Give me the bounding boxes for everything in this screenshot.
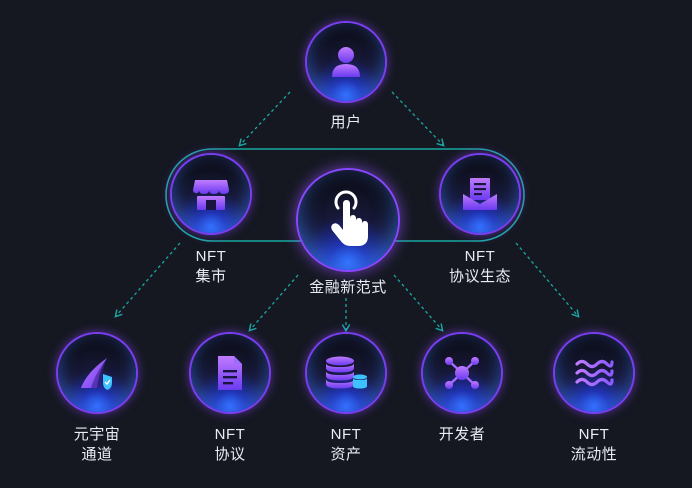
connector-center-developers: [393, 274, 444, 332]
shop-icon: [193, 180, 229, 210]
metaverse-node: [58, 334, 136, 412]
user-label-line-1: 用户: [330, 114, 362, 131]
file-icon: [218, 356, 242, 390]
center-label: 金融新范式: [293, 278, 403, 298]
protocol-eco-node: [441, 155, 519, 233]
center-node: [298, 170, 398, 270]
developers-label-line-1: 开发者: [438, 426, 486, 443]
liquidity-label-line-2: 流动性: [570, 446, 618, 463]
assets-node: [307, 334, 385, 412]
market-label-line-2: 集市: [195, 268, 227, 285]
user-icon: [332, 47, 360, 77]
developers-label: 开发者: [422, 425, 502, 445]
protocol-eco-label-line-2: 协议生态: [448, 268, 511, 285]
market-label: NFT 集市: [171, 247, 251, 287]
protocol-label-line-1: NFT: [214, 426, 246, 443]
market-node: [172, 155, 250, 233]
connector-user-protocol-eco: [391, 91, 445, 147]
road-shield-icon: [81, 358, 112, 390]
center-label-line-1: 金融新范式: [309, 279, 387, 296]
user-node: [307, 23, 385, 101]
connector-center-protocol: [248, 274, 299, 332]
assets-label-line-1: NFT: [330, 426, 362, 443]
tap-hand-icon: [331, 190, 368, 246]
connector-protocol-eco-liquidity: [515, 242, 580, 318]
assets-label: NFT 资产: [306, 425, 386, 465]
metaverse-label-line-2: 通道: [81, 446, 113, 463]
protocol-eco-label-line-1: NFT: [464, 248, 496, 265]
metaverse-label: 元宇宙 通道: [57, 425, 137, 465]
protocol-label: NFT 协议: [190, 425, 270, 465]
connector-market-metaverse: [114, 242, 181, 318]
developers-node: [423, 334, 501, 412]
user-label: 用户: [306, 113, 386, 133]
connector-user-market: [238, 91, 291, 147]
assets-label-line-2: 资产: [330, 446, 362, 463]
protocol-label-line-2: 协议: [214, 446, 246, 463]
market-label-line-1: NFT: [195, 248, 227, 265]
metaverse-label-line-1: 元宇宙: [73, 426, 121, 443]
document-tray-icon: [463, 178, 497, 210]
coin-stack-icon: [326, 356, 367, 389]
network-icon: [445, 357, 479, 389]
liquidity-label-line-1: NFT: [578, 426, 610, 443]
liquidity-node: [555, 334, 633, 412]
waves-icon: [575, 359, 614, 387]
liquidity-label: NFT 流动性: [554, 425, 634, 465]
protocol-node: [191, 334, 269, 412]
protocol-eco-label: NFT 协议生态: [435, 247, 525, 287]
